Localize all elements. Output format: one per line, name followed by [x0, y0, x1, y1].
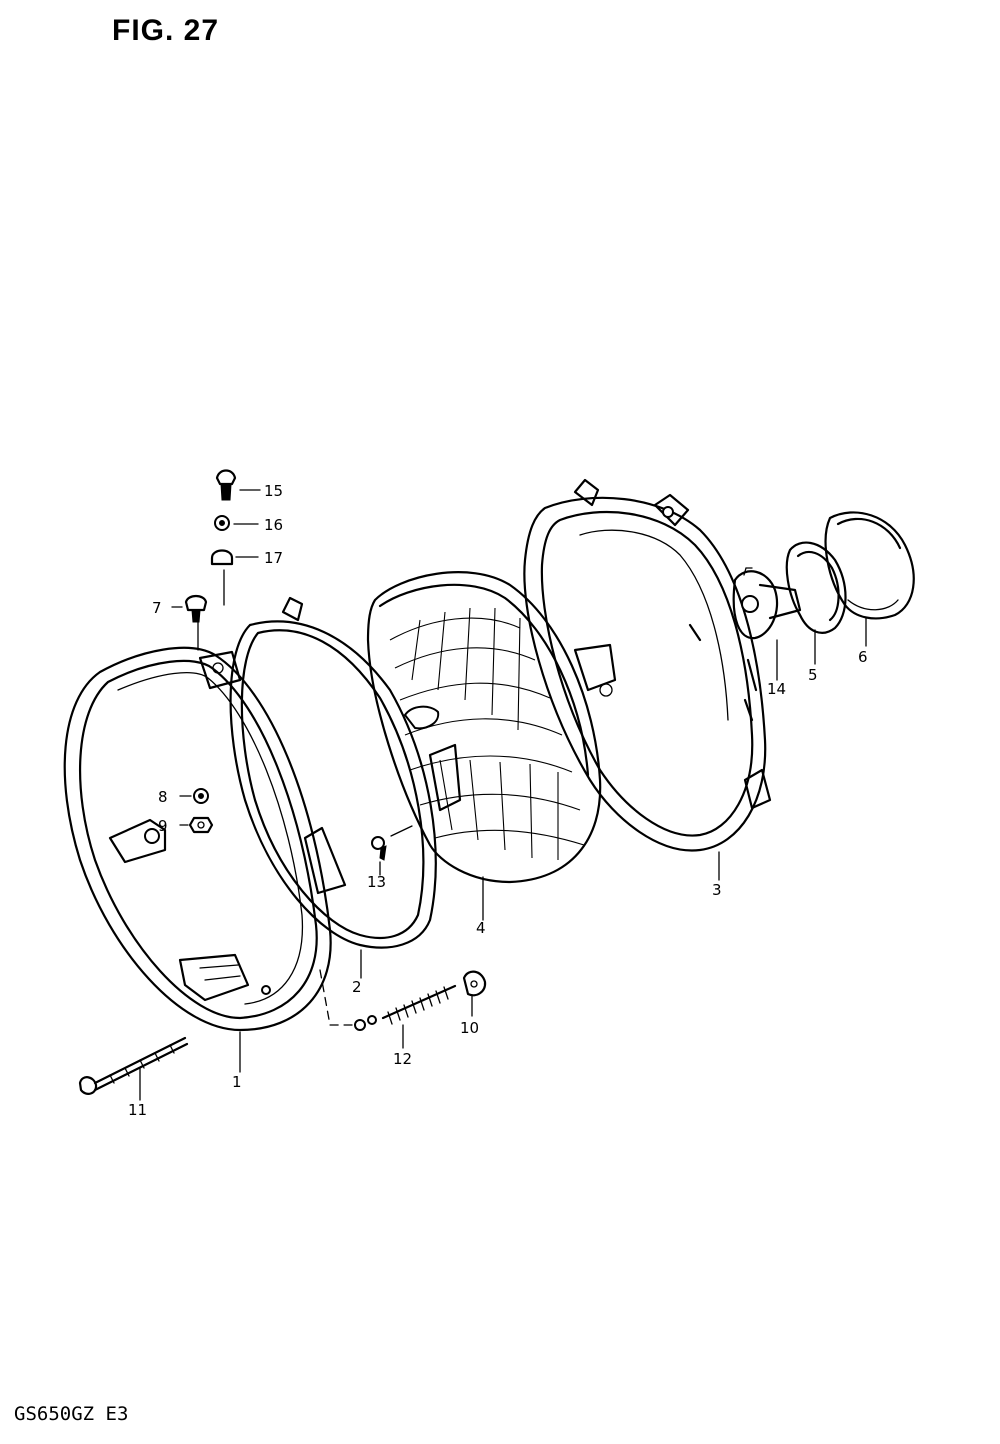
callout-6: 6: [858, 648, 868, 666]
part-13-screw: [371, 836, 387, 861]
callout-2: 2: [352, 978, 362, 996]
part-3-headlight-housing: [523, 478, 772, 852]
part-12-spring: [354, 984, 457, 1031]
part-1-headlight-rim: [63, 646, 332, 1032]
part-4-headlight-unit: [366, 571, 617, 884]
part-17-cap-nut: [210, 549, 234, 566]
part-15-bolt: [215, 469, 237, 501]
callout-4: 4: [476, 919, 486, 937]
callout-10: 10: [460, 1019, 479, 1037]
callout-8: 8: [158, 788, 168, 806]
part-14-bulb: [732, 567, 802, 640]
callout-13: 13: [367, 873, 386, 891]
callout-14: 14: [767, 680, 786, 698]
part-2-lens-ring: [229, 596, 437, 949]
part-10-clip-nut: [462, 970, 487, 997]
callout-17: 17: [264, 549, 283, 567]
part-8-nut: [193, 788, 209, 804]
leader-lines: [139, 489, 867, 1101]
callout-12: 12: [393, 1050, 412, 1068]
callout-1: 1: [232, 1073, 242, 1091]
part-9-washer: [188, 816, 214, 834]
callout-16: 16: [264, 516, 283, 534]
callout-9: 9: [158, 817, 168, 835]
figure-title: FIG. 27: [112, 14, 220, 47]
callout-7: 7: [152, 599, 162, 617]
callout-5: 5: [808, 666, 818, 684]
part-6-rubber-cover: [824, 511, 915, 620]
callout-3: 3: [712, 881, 722, 899]
callout-15: 15: [264, 482, 283, 500]
part-11-long-screw: [78, 1036, 189, 1095]
part-16-lock-washer: [214, 515, 230, 531]
model-code: GS650GZ E3: [14, 1403, 129, 1425]
part-7-screw: [184, 594, 208, 623]
callout-labels: 1 2 3 4 5 6 7 8 9 10 11 12 13 14 15 16 1…: [128, 482, 868, 1119]
part-5-socket-ring: [785, 541, 847, 634]
callout-11: 11: [128, 1101, 147, 1119]
